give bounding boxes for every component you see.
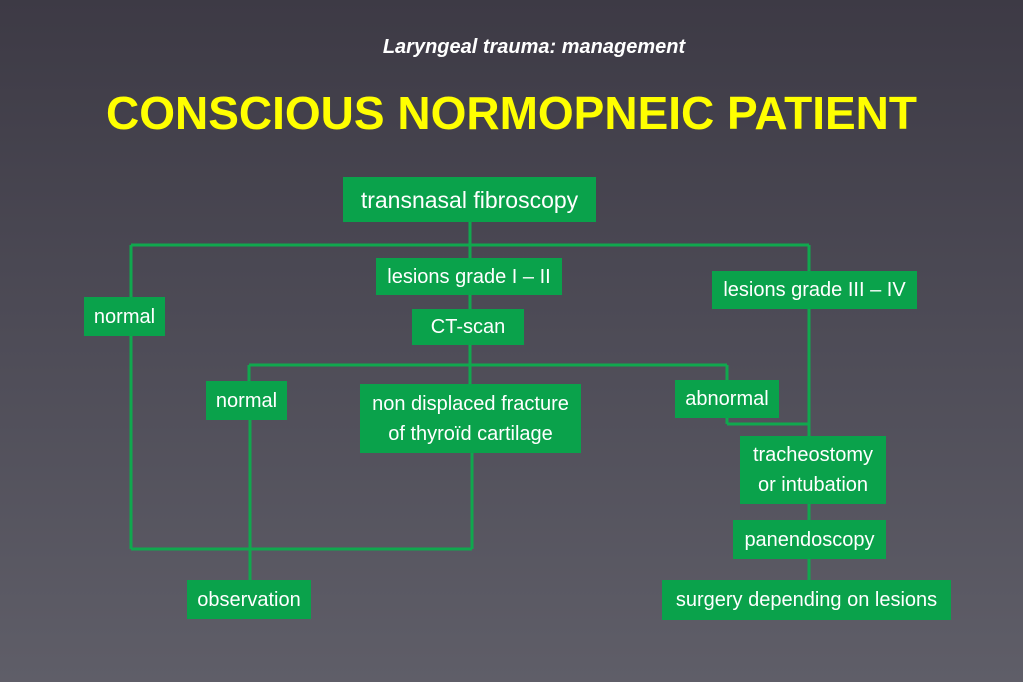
node-lesions-grade-3-4-label: lesions grade III – IV bbox=[723, 279, 906, 301]
node-surgery-label: surgery depending on lesions bbox=[675, 589, 938, 611]
node-lesions-grade-1-2-label: lesions grade I – II bbox=[387, 265, 551, 288]
node-normal-mid-label: normal bbox=[215, 389, 278, 412]
node-tracheostomy: tracheostomy or intubation bbox=[740, 436, 886, 504]
node-lesions-grade-1-2: lesions grade I – II bbox=[376, 258, 562, 295]
node-non-displaced-fracture: non displaced fracture of thyroïd cartil… bbox=[360, 384, 581, 453]
node-panendoscopy-label: panendoscopy bbox=[744, 528, 875, 551]
node-panendoscopy: panendoscopy bbox=[733, 520, 886, 559]
node-transnasal-fibroscopy-label: transnasal fibroscopy bbox=[360, 186, 579, 213]
node-lesions-grade-3-4: lesions grade III – IV bbox=[712, 271, 917, 309]
node-normal-left-label: normal bbox=[93, 305, 156, 328]
node-ct-scan: CT-scan bbox=[412, 309, 524, 345]
node-ct-scan-label: CT-scan bbox=[430, 316, 506, 338]
node-tracheostomy-line1: tracheostomy bbox=[752, 444, 874, 466]
node-observation-label: observation bbox=[197, 588, 301, 611]
node-surgery: surgery depending on lesions bbox=[662, 580, 951, 620]
node-transnasal-fibroscopy: transnasal fibroscopy bbox=[343, 177, 596, 222]
slide-subtitle: Laryngeal trauma: management bbox=[382, 36, 686, 58]
node-non-displaced-line2: of thyroïd cartilage bbox=[388, 422, 553, 445]
node-normal-mid: normal bbox=[206, 381, 287, 420]
node-tracheostomy-line2: or intubation bbox=[757, 474, 869, 496]
node-non-displaced-line1: non displaced fracture bbox=[372, 392, 569, 415]
node-observation: observation bbox=[187, 580, 311, 619]
slide-title: CONSCIOUS NORMOPNEIC PATIENT bbox=[106, 87, 917, 139]
node-abnormal: abnormal bbox=[675, 380, 779, 418]
node-abnormal-label: abnormal bbox=[685, 388, 769, 410]
node-normal-left: normal bbox=[84, 297, 165, 336]
